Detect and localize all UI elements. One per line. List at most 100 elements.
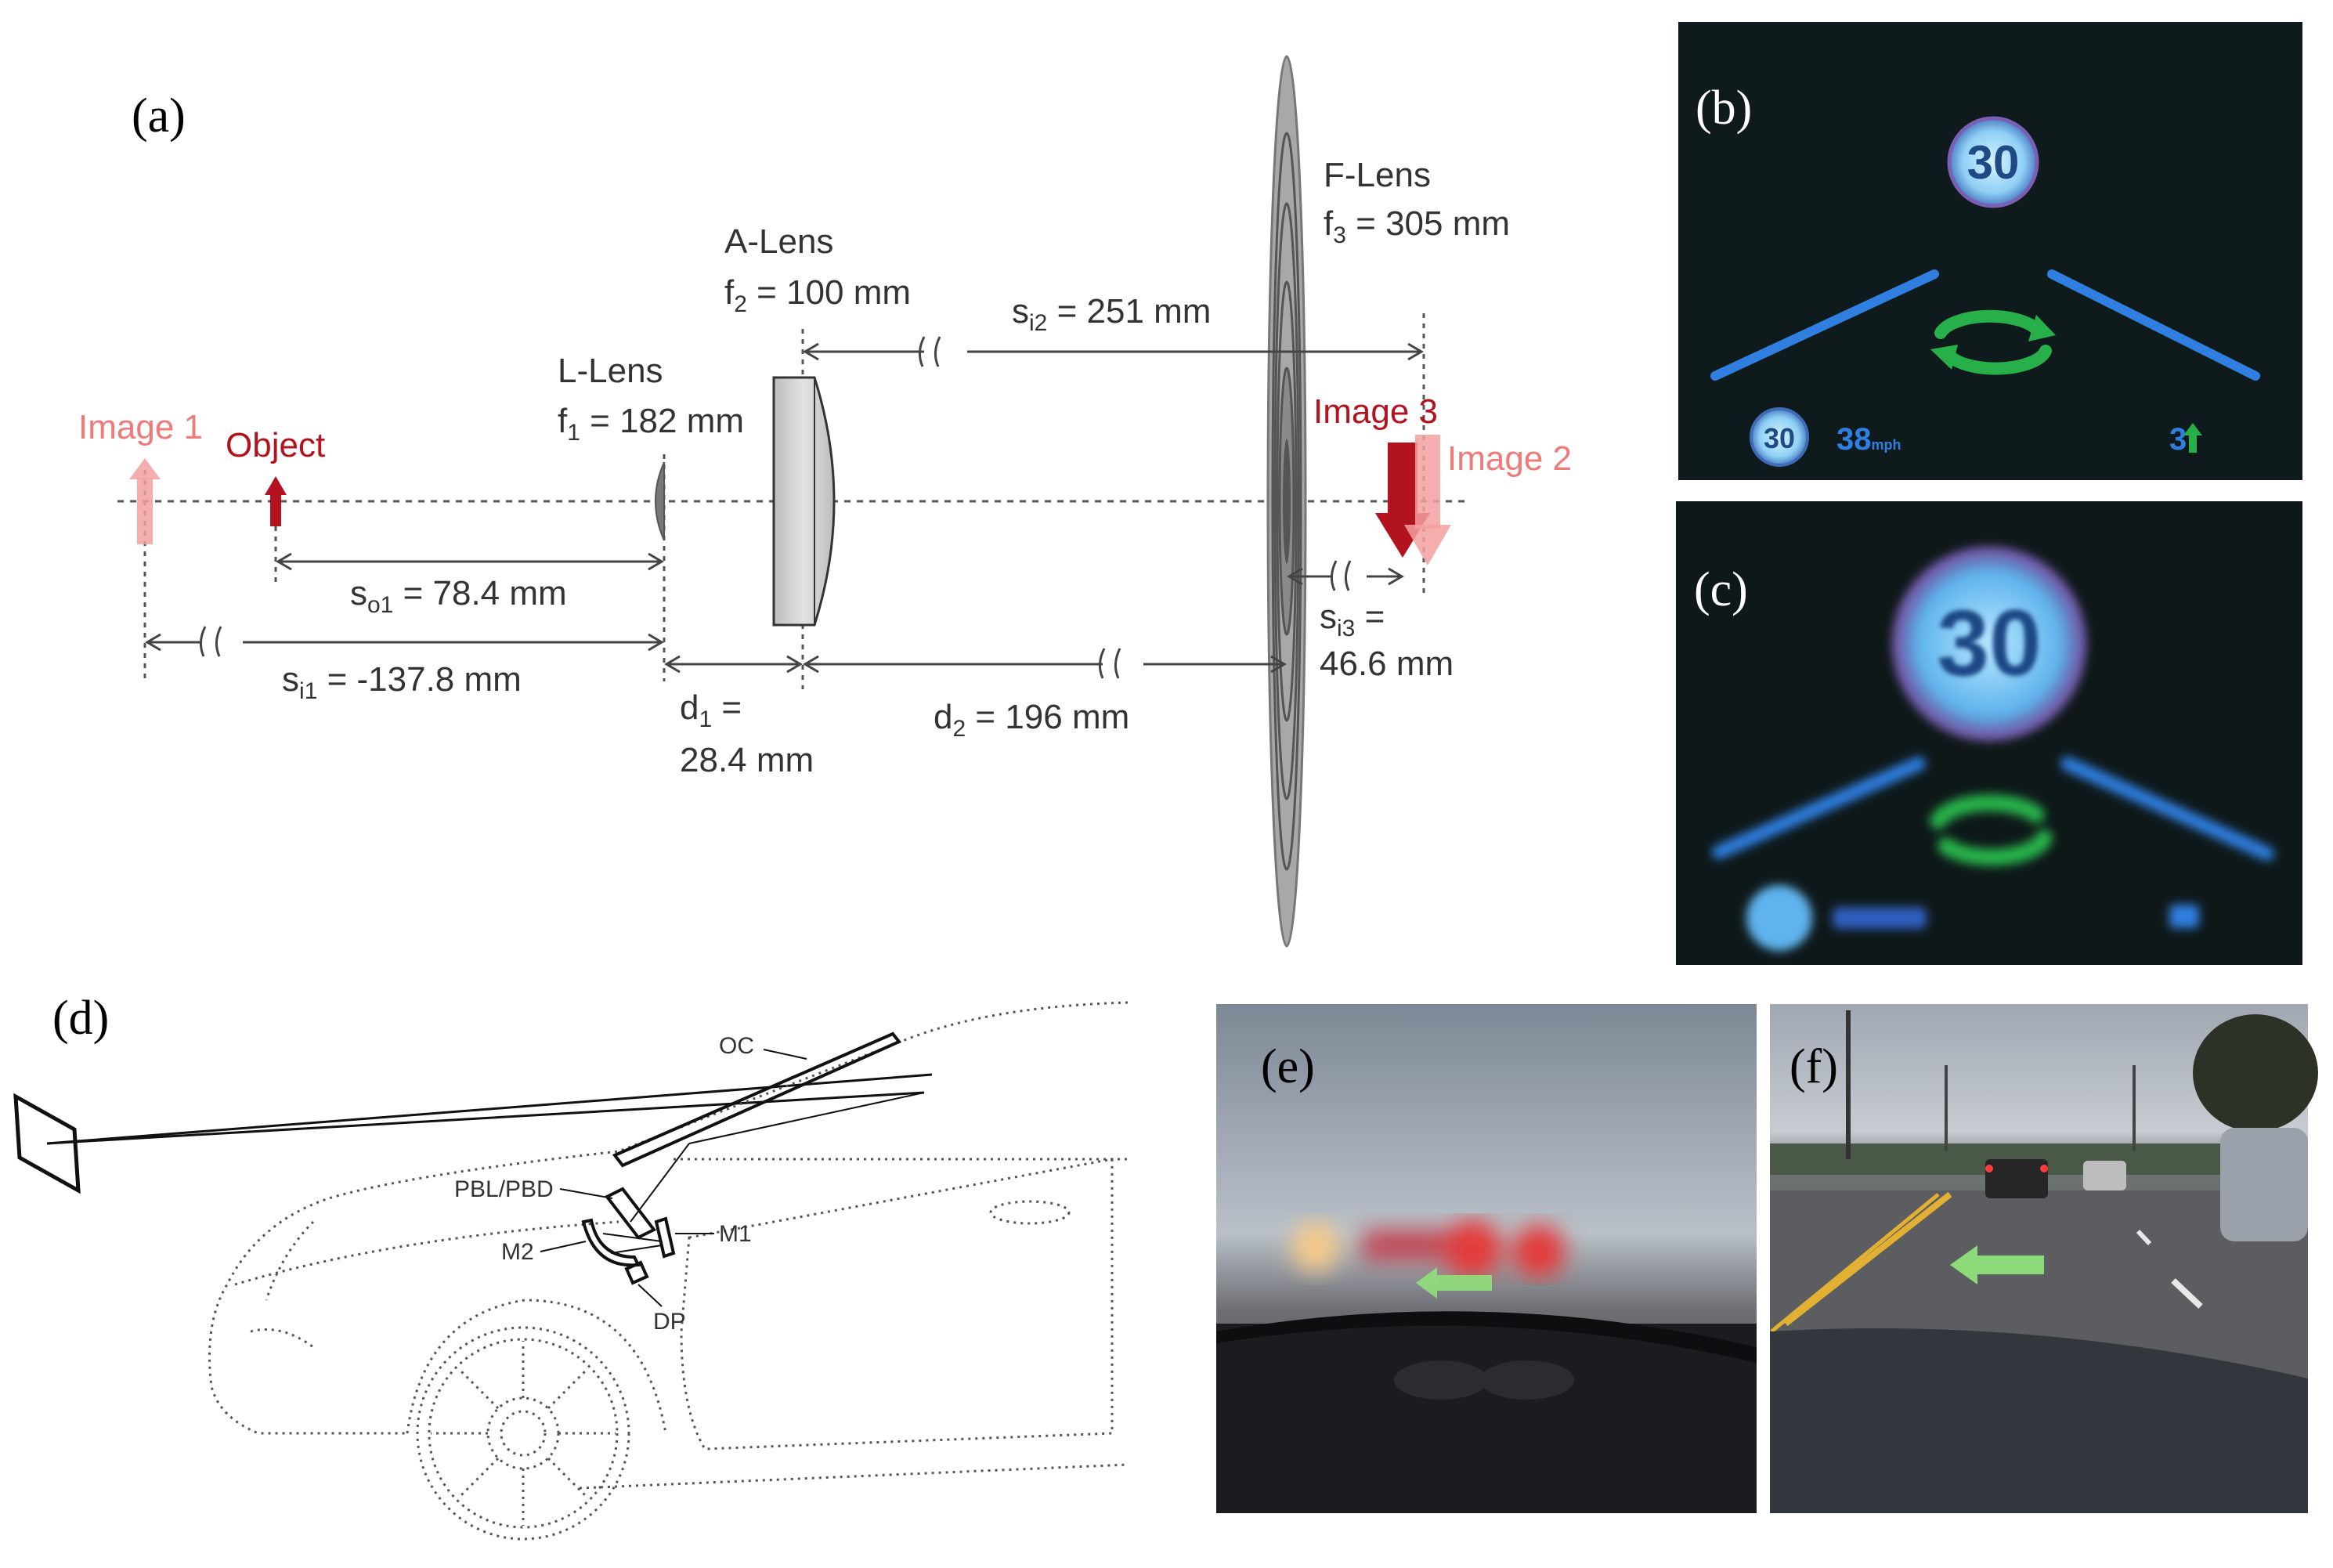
car-ahead-dark — [1985, 1159, 2048, 1198]
tail-light-2 — [2040, 1165, 2048, 1172]
image3-arrow — [1375, 443, 1430, 558]
exit-number: 3 — [2169, 422, 2187, 457]
l-lens-name: L-Lens — [558, 352, 663, 390]
pbl-label: PBL/PBD — [454, 1176, 554, 1202]
a-lens-name: A-Lens — [724, 222, 833, 261]
so1-dimension — [276, 552, 664, 571]
blurred-small-sign — [1746, 885, 1812, 951]
si2-label: si2 = 251 mm — [1012, 292, 1211, 336]
optical-path-1 — [688, 1092, 925, 1144]
l-lens-focal: f1 = 182 mm — [558, 402, 744, 446]
d1-dimension — [664, 655, 803, 674]
panel-d-car-diagram: (d) — [13, 992, 1129, 1541]
tree-right — [2193, 1014, 2318, 1132]
sight-line-upper — [46, 1073, 933, 1145]
d1-value: 28.4 mm — [680, 741, 814, 779]
small-speed-sign — [1750, 407, 1809, 467]
panel-c-hud-image: (c) 30 — [1676, 501, 2302, 965]
tail-light-1 — [1985, 1165, 1993, 1172]
lane-line-left — [1710, 269, 1939, 381]
blurred-light-red-1 — [1443, 1219, 1502, 1279]
panel-a-optical-diagram: (a) Image 1 Object L-Lens f1 = 182 mm — [78, 55, 1572, 948]
blurred-speed-readout — [1833, 907, 1927, 929]
optical-path-2 — [630, 1143, 690, 1223]
display-panel — [624, 1260, 649, 1285]
dashboard-f — [1770, 1328, 2308, 1513]
roundabout-icon — [1930, 309, 2056, 375]
blurred-light-amber — [1291, 1222, 1341, 1272]
si1-dimension — [145, 626, 664, 657]
si3-dimension — [1287, 560, 1404, 591]
blurred-car-lights — [1363, 1230, 1449, 1261]
so1-label: so1 = 78.4 mm — [350, 574, 567, 618]
hud-b-background — [1678, 22, 2302, 480]
m1-mirror — [654, 1216, 676, 1259]
m2-mirror — [581, 1218, 641, 1267]
straight-arrow-icon — [2183, 423, 2202, 453]
image1-label: Image 1 — [78, 408, 203, 446]
blurred-speed-sign — [1892, 547, 2086, 741]
a-lens-focal: f2 = 100 mm — [724, 273, 911, 317]
panel-label-f: (f) — [1789, 1040, 1838, 1093]
panel-e-photo: (e) — [1216, 1004, 1757, 1513]
object-arrow — [265, 476, 287, 526]
blurred-roundabout-icon — [1930, 794, 2053, 866]
car-right-lane — [2220, 1128, 2308, 1241]
blurred-light-red-2 — [1512, 1225, 1566, 1278]
panel-b-hud-image: (b) 30 30 38mph 3 — [1678, 22, 2302, 480]
si1-label: si1 = -137.8 mm — [282, 660, 522, 704]
sunglasses-right-lens — [1480, 1360, 1574, 1400]
optical-combiner — [612, 1031, 902, 1168]
lane-dash-1 — [2171, 1278, 2203, 1309]
f-lens-name: F-Lens — [1324, 156, 1431, 194]
image2-arrow — [1404, 435, 1451, 565]
image3-label: Image 3 — [1313, 392, 1438, 431]
blurred-speed-value: 30 — [1937, 591, 2041, 695]
m1-label: M1 — [719, 1221, 752, 1247]
oc-label: OC — [719, 1033, 754, 1059]
d2-label: d2 = 196 mm — [934, 698, 1129, 742]
pbl-leader — [559, 1188, 613, 1199]
yellow-center-line — [1783, 1191, 1952, 1327]
oc-leader — [763, 1049, 807, 1060]
dp-label: DP — [653, 1309, 686, 1335]
nav-arrow-e — [1416, 1267, 1492, 1299]
a-lens-shape — [772, 376, 836, 627]
small-speed-value: 30 — [1764, 422, 1795, 454]
panel-label-d: (d) — [52, 992, 109, 1045]
blurred-lane-left — [1712, 757, 1926, 859]
dashboard-edge-e — [1216, 1311, 1757, 1363]
panel-label-b: (b) — [1696, 81, 1752, 135]
current-speed: 38mph — [1836, 422, 1901, 457]
lane-dash-2 — [2136, 1229, 2152, 1246]
panel-f-photo: (f) — [1770, 1004, 2318, 1513]
sunglasses-left-lens — [1394, 1360, 1488, 1400]
speed-limit-value: 30 — [1967, 136, 2020, 189]
d2-dimension — [803, 648, 1287, 679]
f-lens-focal: f3 = 305 mm — [1324, 204, 1510, 248]
f-lens-shape — [1266, 55, 1307, 948]
si2-dimension — [803, 336, 1424, 367]
d1-label: d1 = — [680, 688, 742, 732]
object-label: Object — [226, 426, 325, 464]
nav-arrow-f — [1950, 1245, 2044, 1284]
m2-label: M2 — [501, 1239, 534, 1265]
optical-path-4 — [610, 1245, 663, 1254]
si3-value: 46.6 mm — [1320, 645, 1454, 683]
speed-limit-sign — [1947, 116, 2039, 208]
panel-label-a: (a) — [132, 89, 186, 143]
l-lens-shape — [655, 461, 665, 541]
optical-path-3 — [602, 1233, 663, 1242]
image1-arrow — [129, 458, 161, 544]
blurred-lane-right — [2060, 757, 2274, 861]
car-ahead-white — [2083, 1161, 2126, 1190]
pbl-pbd-element — [604, 1187, 657, 1240]
panel-label-e: (e) — [1261, 1040, 1315, 1093]
virtual-image-screen — [13, 1093, 81, 1194]
yellow-center-line-2 — [1770, 1193, 1940, 1333]
image2-label: Image 2 — [1447, 439, 1572, 478]
dp-leader — [637, 1284, 663, 1307]
si3-label: si3 = — [1320, 598, 1385, 641]
lane-line-right — [2047, 269, 2260, 381]
